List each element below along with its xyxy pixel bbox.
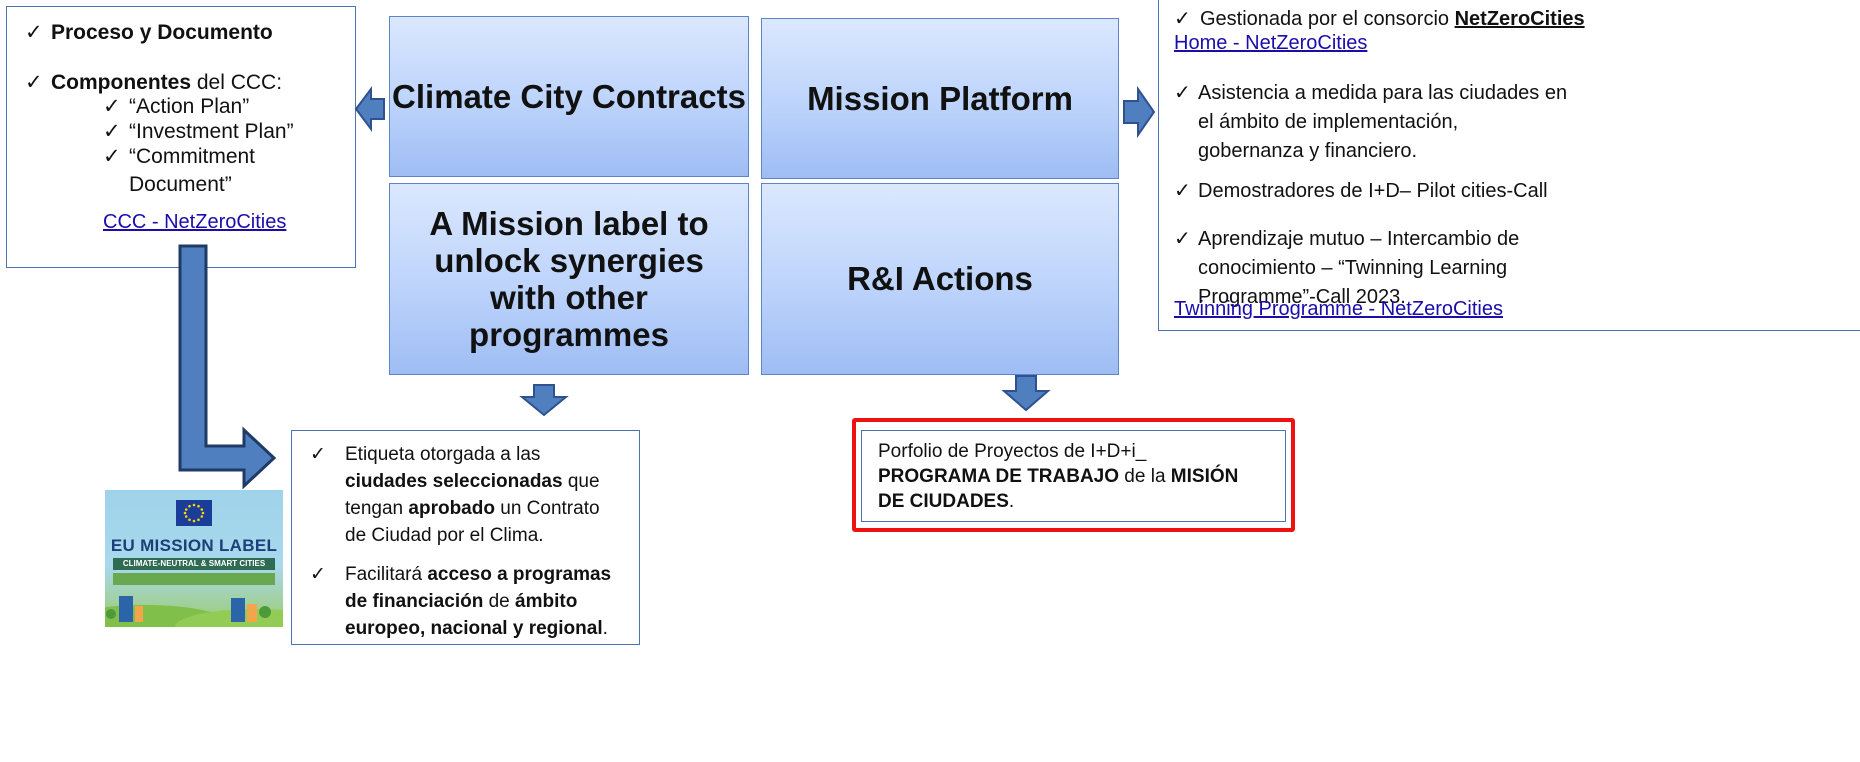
ri-portfolio-text: Porfolio de Proyectos de I+D+i_ PROGRAMA… [878,441,1239,512]
check-icon: ✓ [310,564,326,585]
check-icon: ✓ [1174,82,1191,104]
ccc-sub-commitment-document: ✓“Commitment Document” [103,143,283,199]
ccc-item-components: ✓Componentes del CCC: [25,69,282,97]
eu-label-subtitle: CLIMATE-NEUTRAL & SMART CITIES [113,558,275,570]
arrow-right-icon [1123,86,1156,138]
tile-mission-label: A Mission label to unlock synergies with… [389,183,749,375]
arrow-down-icon [1001,375,1051,412]
eu-label-title: EU MISSION LABEL [110,536,278,555]
check-icon: ✓ [1174,180,1191,202]
eu-flag-icon [176,500,212,526]
twinning-programme-link[interactable]: Twinning Programme - NetZeroCities [1174,298,1503,320]
check-icon: ✓ [1174,8,1191,30]
check-icon: ✓ [1174,228,1191,250]
platform-item-learning: ✓Aprendizaje mutuo – Intercambio de cono… [1174,225,1534,312]
check-icon: ✓ [103,95,121,118]
ccc-item-process: ✓Proceso y Documento [25,19,273,47]
arrow-down-icon [519,384,569,417]
arrow-left-icon [354,86,385,132]
ccc-netzerocities-link[interactable]: CCC - NetZeroCities [103,211,287,233]
platform-info-box: ✓Gestionada por el consorcio NetZeroCiti… [1158,0,1860,331]
check-icon: ✓ [25,71,43,94]
label-item-awarded: ✓ Etiqueta otorgada a las ciudades selec… [310,441,625,549]
mission-label-info-box: ✓ Etiqueta otorgada a las ciudades selec… [291,430,640,645]
platform-item-assistance: ✓Asistencia a medida para las ciudades e… [1174,79,1569,166]
city-skyline-icon [105,596,283,627]
bent-arrow-icon [178,244,277,489]
label-item-access: ✓ Facilitará acceso a programas de finan… [310,561,625,642]
check-icon: ✓ [25,21,43,44]
highlight-frame [852,418,1295,532]
eu-mission-label-image: EU MISSION LABEL CLIMATE-NEUTRAL & SMART… [105,490,283,627]
tile-mission-platform: Mission Platform [761,18,1119,179]
tile-ri-actions: R&I Actions [761,183,1119,375]
platform-item-demonstrators: ✓Demostradores de I+D– Pilot cities-Call [1174,177,1548,206]
check-icon: ✓ [103,120,121,143]
platform-item-consortium: ✓Gestionada por el consorcio NetZeroCiti… [1174,5,1585,33]
home-netzerocities-link[interactable]: Home - NetZeroCities [1174,32,1368,54]
ccc-sub-action-plan: ✓“Action Plan” [103,93,249,121]
check-icon: ✓ [310,444,326,465]
ccc-sub-investment-plan: ✓“Investment Plan” [103,118,294,146]
tile-climate-city-contracts: Climate City Contracts [389,16,749,177]
eu-label-bar [113,573,275,585]
ccc-info-box: ✓Proceso y Documento ✓Componentes del CC… [6,6,356,268]
ri-portfolio-box: Porfolio de Proyectos de I+D+i_ PROGRAMA… [861,430,1286,522]
check-icon: ✓ [103,145,121,168]
